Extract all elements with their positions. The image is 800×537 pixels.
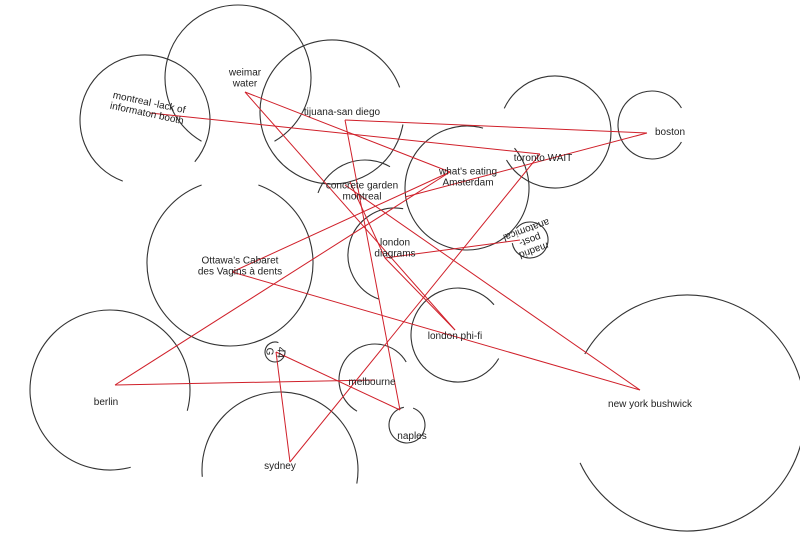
node-circle-naples [388,406,426,444]
label-line: montreal [343,192,382,203]
label-line: water [232,79,258,90]
link-berlin-amsterdam [114,171,451,386]
node-label-naples[interactable]: naples [397,431,426,442]
node-circle-ottawa [146,184,314,347]
link-concrete-boston [404,132,648,198]
link-diagrams-phifi [384,257,456,331]
node-circle-toronto [503,75,612,189]
link-berlin-melbourne [114,379,376,386]
node-circle-g44 [264,341,286,363]
link-tijuana-boston [344,119,648,134]
label-line: tijuana-san diego [304,107,381,118]
label-line: sydney [264,461,296,472]
label-line: berlin [94,397,118,408]
node-circle-montreal [79,54,211,182]
node-label-phifi[interactable]: london phi-fi [428,331,482,342]
node-circle-diagrams [347,207,404,300]
node-label-berlin[interactable]: berlin [94,397,118,408]
label-line: new york bushwick [608,399,693,410]
node-circle-amsterdam [404,125,530,251]
node-label-montreal[interactable]: montreal -lack ofinformaton booth [109,90,187,127]
node-circle-sydney [201,391,359,484]
label-line: toronto WAIT [514,153,573,164]
node-circle-concrete [317,159,391,194]
node-label-melbourne[interactable]: melbourne [348,377,396,388]
label-line: Amsterdam [442,178,493,189]
link-sydney-toronto [289,153,541,463]
node-circle-newyork [579,294,800,532]
link-weimar-phifi [244,91,456,331]
link-ottawa-amsterdam [231,171,451,273]
node-circle-tijuana [259,39,404,185]
link-montreal-toronto [149,112,541,155]
label-line: des Vagins à dents [198,267,282,278]
link-g44-sydney [275,351,291,463]
label-line: concrete garden [326,181,398,192]
node-circle-berlin [29,309,191,471]
node-label-tijuana[interactable]: tijuana-san diego [304,107,381,118]
node-circle-melbourne [338,343,407,412]
link-tijuana-naples [344,119,401,411]
label-line: 44 [274,346,286,358]
label-line: G [263,347,275,356]
link-g44-naples [275,351,401,411]
label-line: boston [655,127,685,138]
label-line: naples [397,431,426,442]
node-label-boston[interactable]: boston [655,127,685,138]
label-line: weimar [228,68,262,79]
link-diagrams-madrid [384,239,521,259]
link-concrete-diagrams [349,181,386,259]
node-circle-phifi [410,287,500,383]
node-circle-boston [617,90,682,160]
node-label-toronto[interactable]: toronto WAIT [514,153,573,164]
label-line: melbourne [348,377,396,388]
label-line: Ottawa's Cabaret [202,256,279,267]
link-ottawa-newyork [231,271,641,391]
label-line: london phi-fi [428,331,482,342]
label-line: what's eating [438,167,497,178]
link-concrete-newyork [344,184,641,391]
node-circle-madrid [511,221,549,259]
node-label-newyork[interactable]: new york bushwick [608,399,693,410]
label-line: london [380,238,410,249]
node-label-g44[interactable]: 44G [263,345,286,358]
label-line: diagrams [374,249,415,260]
node-label-madrid[interactable]: madridpost-anatomical [501,216,558,264]
node-label-sydney[interactable]: sydney [264,461,296,472]
node-circle-weimar [164,4,312,142]
